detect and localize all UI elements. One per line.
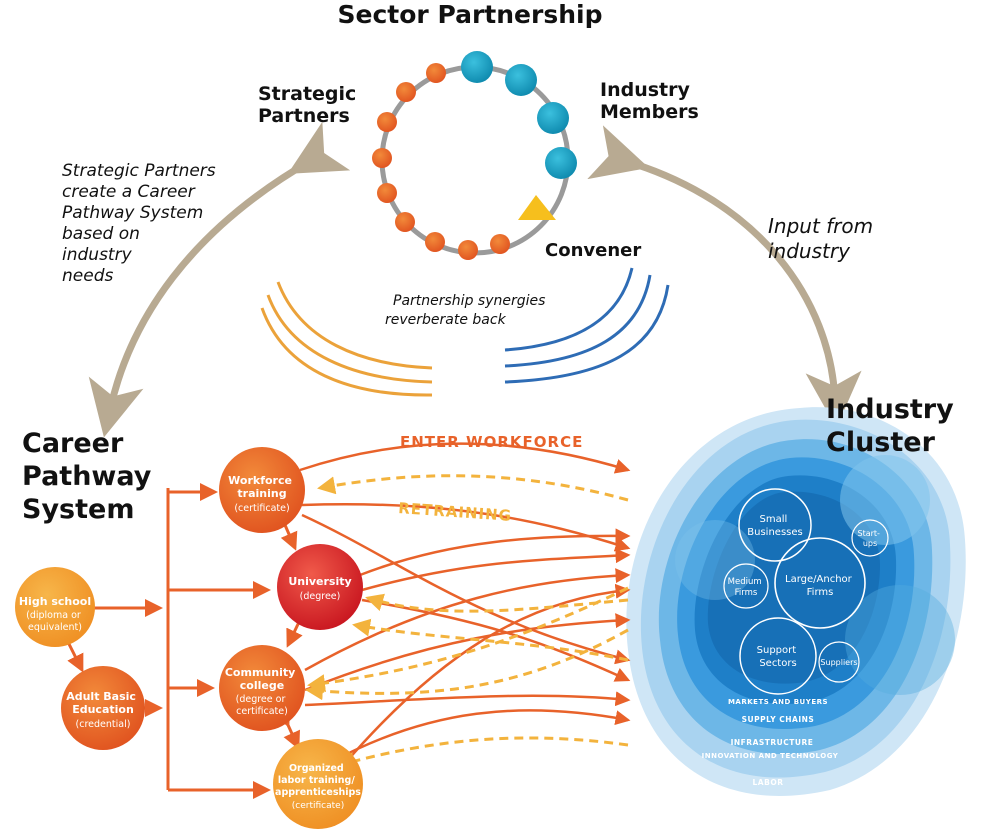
anchor-firms-label: Large/Anchor Firms — [785, 574, 855, 598]
retraining-flows — [305, 474, 629, 770]
svg-text:Organized labor training: Organized labor training/ apprenticeship… — [275, 763, 361, 798]
ring-label-markets: MARKETS AND BUYERS — [728, 698, 828, 706]
svg-text:(degree or certificate): (degree or certificate) — [236, 694, 289, 717]
strategic-partner-dot — [490, 234, 510, 254]
svg-text:(certificate): (certificate) — [234, 503, 289, 514]
strategic-partner-dot — [395, 212, 415, 232]
strategic-partner-dot — [426, 63, 446, 83]
career-feedback-arrow — [88, 121, 351, 438]
career-pathway-title: Career Pathway System — [22, 428, 161, 525]
node-workforce-training: Workforce training (certificate) — [219, 447, 305, 533]
ring-label-infrastructure: INFRASTRUCTURE — [731, 738, 814, 747]
node-adult-basic-education: Adult Basic Education (credential) — [61, 666, 145, 750]
medium-firms-label: Medium Firms — [728, 577, 765, 598]
strategic-partners-note: Strategic Partners create a Career Pathw… — [62, 161, 221, 286]
diagram-title: Sector Partnership — [338, 0, 603, 29]
small-businesses-label: Small Businesses — [747, 514, 802, 538]
synergy-note: Partnership synergies reverberate back — [385, 293, 550, 328]
startups-label: Start- ups — [858, 529, 883, 548]
strategic-partners-label: Strategic Partners — [258, 83, 363, 127]
strategic-partner-dot — [372, 148, 392, 168]
startups-circle — [851, 519, 889, 557]
retraining-label: RETRAINING — [398, 499, 513, 525]
suppliers-circle — [818, 641, 860, 683]
input-from-industry-note: Input from industry — [768, 214, 880, 263]
industry-input-arrow — [587, 125, 862, 428]
ring-label-innovation: INNOVATION AND TECHNOLOGY — [702, 752, 839, 760]
svg-text:Workforce training: Workforce training — [228, 474, 296, 500]
medium-firms-circle — [723, 563, 769, 609]
strategic-partner-dot — [377, 112, 397, 132]
node-community-college: Community college (degree or certificate… — [219, 645, 305, 731]
industry-cluster: Small Businesses Start- ups Medium Firms… — [626, 407, 966, 796]
svg-text:(degree): (degree) — [300, 591, 341, 602]
industry-members-label: Industry Members — [600, 79, 699, 123]
enter-workforce-label: ENTER WORKFORCE — [400, 433, 583, 451]
anchor-firms-circle — [774, 537, 866, 629]
convener-label: Convener — [545, 240, 641, 261]
svg-text:Community college: Community college — [225, 666, 299, 692]
svg-text:High school: High school — [19, 595, 91, 608]
strategic-partner-dot — [377, 183, 397, 203]
ring-label-supply-chains: SUPPLY CHAINS — [742, 715, 815, 724]
suppliers-label: Suppliers — [820, 658, 857, 667]
support-sectors-circle — [739, 617, 817, 695]
strategic-partner-dot — [425, 232, 445, 252]
industry-member-dot — [505, 64, 537, 96]
svg-text:(credential): (credential) — [76, 719, 131, 730]
node-university: University (degree) — [277, 544, 363, 630]
svg-text:(diploma or equivalent): (diploma or equivalent) — [26, 610, 84, 633]
svg-text:(certificate): (certificate) — [292, 801, 344, 811]
svg-text:Adult Basic Education: Adult Basic Education — [66, 690, 140, 716]
enter-workforce-flows — [299, 442, 631, 776]
flow-retraining — [317, 474, 629, 502]
industry-cluster-title: Industry Cluster — [826, 394, 963, 458]
partnership-ring — [372, 51, 577, 260]
flow-workforce-enter — [299, 442, 631, 474]
industry-member-dot — [537, 102, 569, 134]
synergy-waves — [260, 267, 670, 397]
node-high-school: High school (diploma or equivalent) — [15, 567, 95, 647]
support-sectors-label: Support Sectors — [757, 645, 800, 669]
industry-member-dot — [545, 147, 577, 179]
ring-label-labor: LABOR — [753, 778, 784, 787]
node-labor-training: Organized labor training/ apprenticeship… — [273, 739, 363, 829]
convener-triangle — [518, 195, 556, 220]
strategic-partner-dot — [458, 240, 478, 260]
industry-member-dot — [461, 51, 493, 83]
svg-text:University: University — [288, 575, 351, 588]
strategic-partner-dot — [396, 82, 416, 102]
small-businesses-circle — [738, 488, 812, 562]
